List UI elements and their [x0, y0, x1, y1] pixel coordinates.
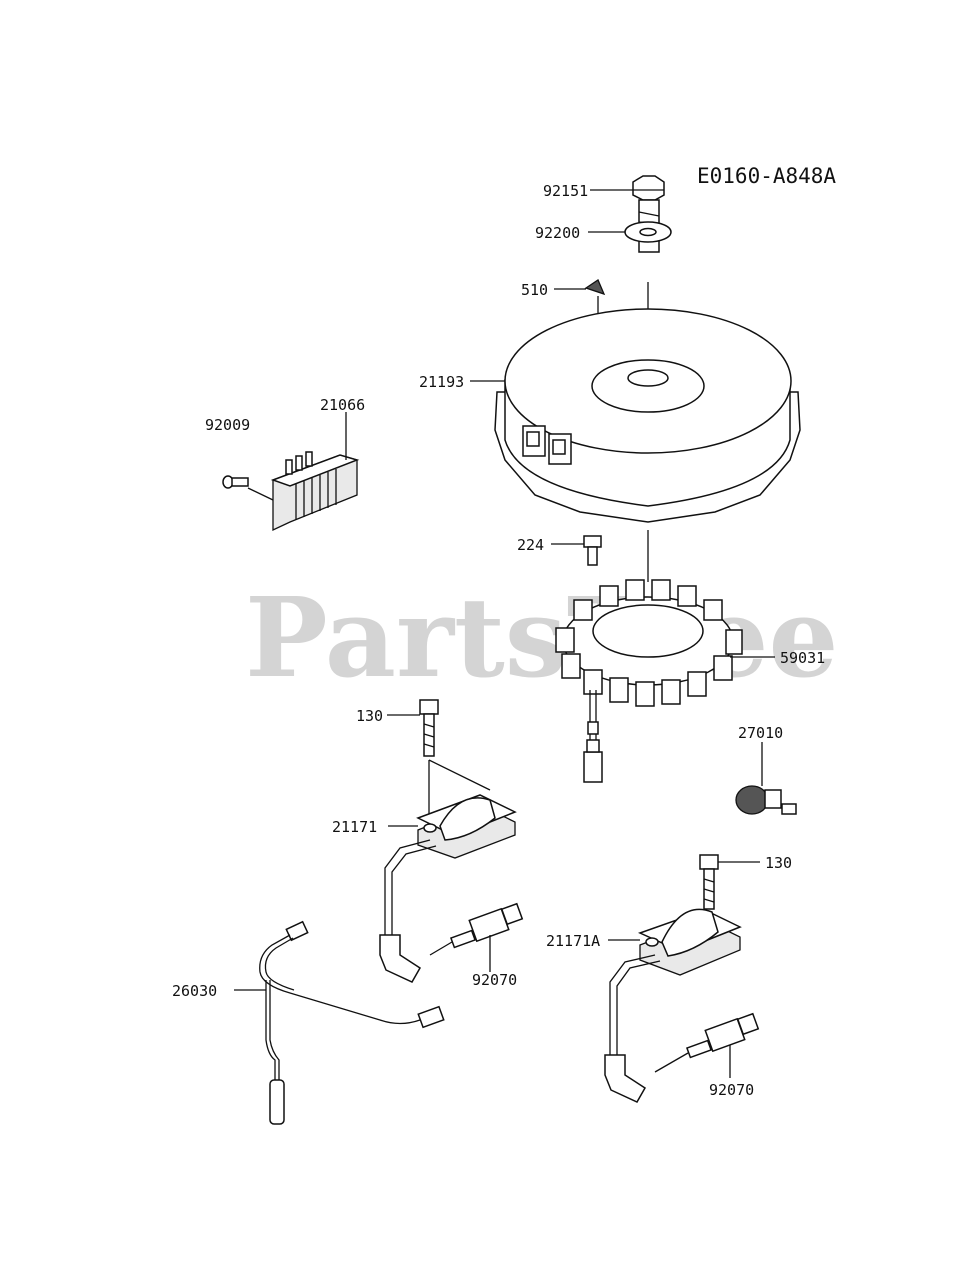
- screw-92009[interactable]: [222, 475, 249, 489]
- label-27010[interactable]: 27010: [738, 724, 783, 742]
- label-130-upper[interactable]: 130: [356, 707, 383, 725]
- label-92200[interactable]: 92200: [535, 224, 580, 242]
- wire-harness-26030[interactable]: [259, 920, 445, 1125]
- label-130-lower[interactable]: 130: [765, 854, 792, 872]
- key-510[interactable]: [584, 279, 606, 296]
- bolt-224[interactable]: [583, 535, 602, 566]
- label-92009[interactable]: 92009: [205, 416, 250, 434]
- spark-plug-cap-lower[interactable]: [604, 954, 661, 1103]
- ignition-coil-21171[interactable]: [416, 794, 517, 859]
- watermark: PartsTree: [245, 573, 839, 702]
- regulator-21066[interactable]: [270, 451, 360, 532]
- washer-92200[interactable]: [624, 221, 672, 243]
- stator-59031[interactable]: [555, 579, 743, 707]
- ignition-coil-21171A[interactable]: [637, 908, 742, 976]
- label-224[interactable]: 224: [517, 536, 544, 554]
- oil-pressure-switch-27010[interactable]: [735, 785, 797, 815]
- bolt-130-upper[interactable]: [419, 699, 439, 757]
- label-21193[interactable]: 21193: [419, 373, 464, 391]
- label-21066[interactable]: 21066: [320, 396, 365, 414]
- label-21171A[interactable]: 21171A: [546, 932, 600, 950]
- label-510[interactable]: 510: [521, 281, 548, 299]
- spark-plug-cap-upper[interactable]: [379, 839, 437, 983]
- label-92070-upper[interactable]: 92070: [472, 971, 517, 989]
- spark-plug-92070-lower[interactable]: [685, 1012, 760, 1059]
- label-92151[interactable]: 92151: [543, 182, 588, 200]
- label-21171[interactable]: 21171: [332, 818, 377, 836]
- label-92070-lower[interactable]: 92070: [709, 1081, 754, 1099]
- spark-plug-92070-upper[interactable]: [449, 902, 524, 949]
- diagram-code: E0160-A848A: [697, 164, 836, 188]
- label-59031[interactable]: 59031: [780, 649, 825, 667]
- flywheel-21193[interactable]: [494, 308, 801, 523]
- label-26030[interactable]: 26030: [172, 982, 217, 1000]
- stator-connector[interactable]: [583, 690, 603, 783]
- bolt-130-lower[interactable]: [699, 854, 719, 910]
